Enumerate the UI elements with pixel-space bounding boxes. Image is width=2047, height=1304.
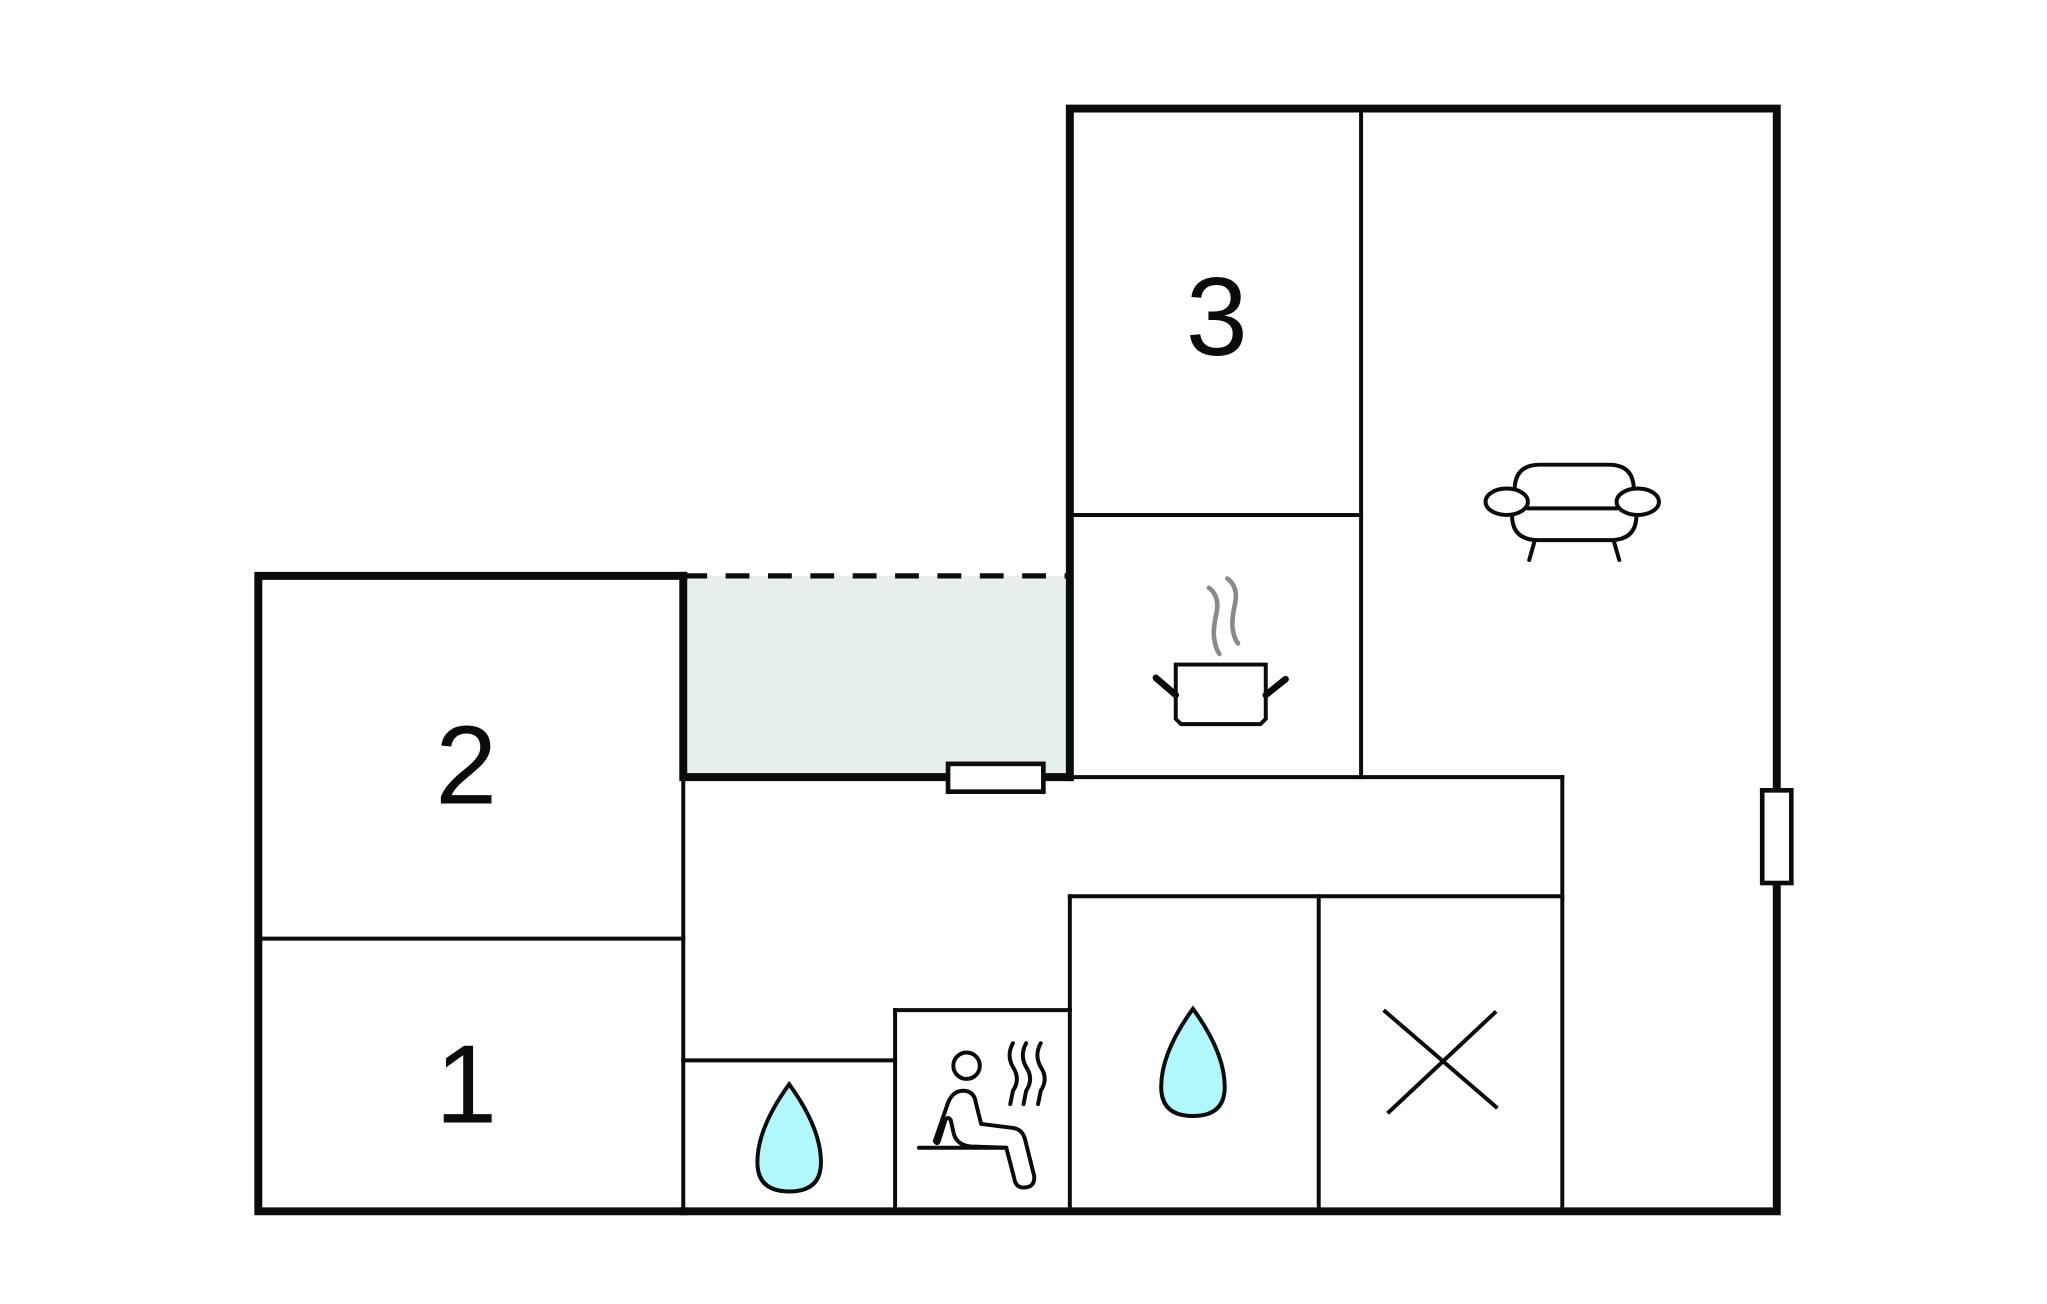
sauna-icon xyxy=(916,1041,1047,1190)
room-label-1: 1 xyxy=(435,1022,497,1147)
terrace-door xyxy=(945,761,1046,794)
water-drop-icon xyxy=(755,1080,823,1194)
room-label-2: 2 xyxy=(435,703,497,828)
x-mark-icon xyxy=(1382,1008,1499,1115)
water-drop-icon xyxy=(1159,1005,1227,1118)
cooking-pot-icon xyxy=(1152,576,1289,727)
sofa-icon xyxy=(1483,462,1661,562)
terrace-area xyxy=(683,575,1070,778)
east-window xyxy=(1759,788,1794,886)
interior-walls xyxy=(256,106,1565,1214)
room-label-3: 3 xyxy=(1186,254,1248,379)
